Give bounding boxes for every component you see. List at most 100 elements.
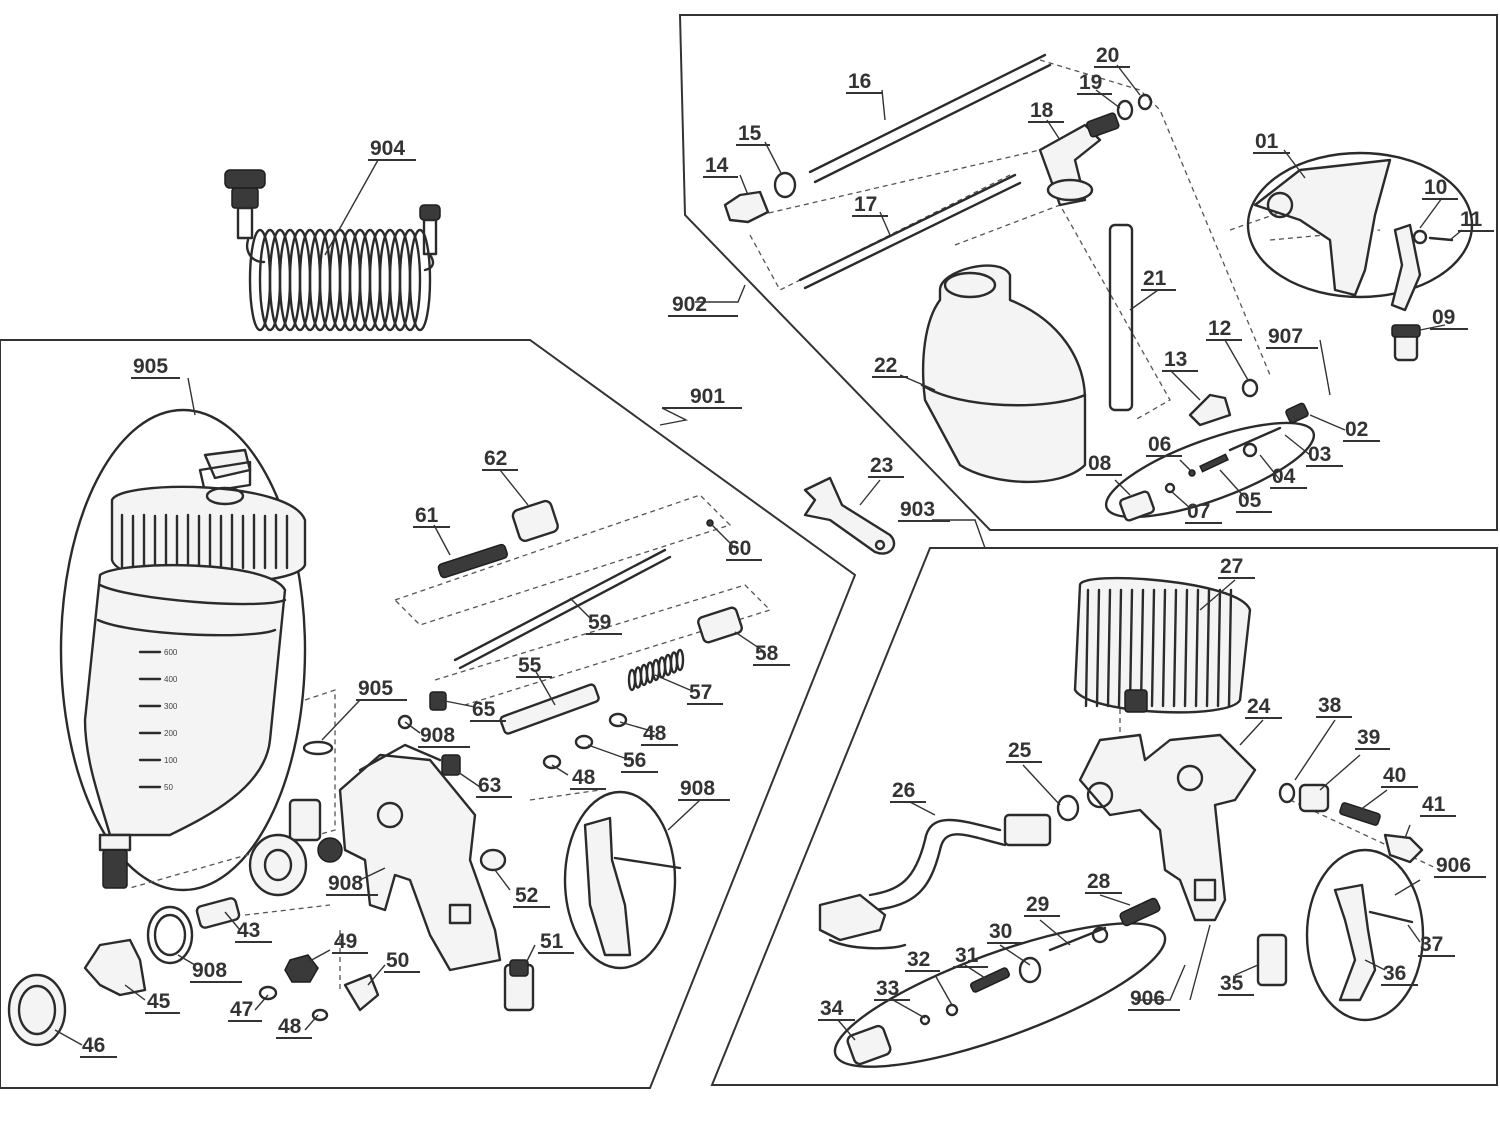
label-text-13: 13: [1164, 348, 1187, 371]
label-text-30: 30: [989, 920, 1012, 943]
label-text-52: 52: [515, 884, 538, 907]
label-45: 45: [145, 990, 180, 1014]
scale-label: 400: [164, 675, 178, 684]
label-text-25: 25: [1008, 739, 1032, 762]
label-48-a: 48: [641, 722, 678, 746]
label-12: 12: [1206, 317, 1242, 341]
label-10: 10: [1422, 176, 1458, 200]
label-text-58: 58: [755, 642, 779, 665]
label-18: 18: [1028, 99, 1064, 123]
label-text-04: 04: [1272, 465, 1296, 488]
label-47: 47: [228, 998, 262, 1022]
label-text-43: 43: [237, 919, 260, 942]
label-text-56: 56: [623, 749, 646, 772]
label-65: 65: [470, 698, 506, 722]
label-16: 16: [846, 70, 882, 94]
label-text-55: 55: [518, 654, 542, 677]
label-56: 56: [621, 749, 658, 773]
scale-label: 600: [164, 648, 178, 657]
label-text-22: 22: [874, 354, 897, 377]
label-62: 62: [482, 447, 518, 471]
lid27-rib: [1117, 588, 1123, 708]
label-text-59: 59: [588, 611, 611, 634]
label-text-908-d: 908: [192, 959, 227, 982]
label-24: 24: [1245, 695, 1282, 719]
label-text-09: 09: [1432, 306, 1455, 329]
label-text-32: 32: [907, 948, 930, 971]
label-21: 21: [1141, 267, 1176, 291]
label-text-908-a: 908: [420, 724, 455, 747]
label-text-48-b: 48: [572, 766, 596, 789]
label-52: 52: [513, 884, 550, 908]
label-text-18: 18: [1030, 99, 1054, 122]
label-37: 37: [1418, 933, 1455, 957]
label-text-28: 28: [1087, 870, 1111, 893]
label-25: 25: [1006, 739, 1042, 763]
label-text-65: 65: [472, 698, 496, 721]
label-text-26: 26: [892, 779, 915, 802]
label-text-11: 11: [1460, 208, 1483, 231]
label-35: 35: [1218, 972, 1254, 996]
label-text-51: 51: [540, 930, 564, 953]
label-30: 30: [987, 920, 1022, 944]
gun-assembly-901: [7, 494, 772, 1047]
siphon-gun-902: [723, 53, 1474, 522]
label-text-03: 03: [1308, 443, 1331, 466]
label-06: 06: [1146, 433, 1182, 457]
label-08: 08: [1086, 452, 1122, 476]
label-41: 41: [1420, 793, 1456, 817]
label-text-36: 36: [1383, 962, 1406, 985]
label-01: 01: [1253, 130, 1290, 154]
label-43: 43: [235, 919, 272, 943]
label-text-49: 49: [334, 930, 357, 953]
label-text-07: 07: [1187, 500, 1210, 523]
label-text-40: 40: [1383, 764, 1406, 787]
label-text-48-c: 48: [278, 1015, 302, 1038]
label-48-c: 48: [276, 1015, 312, 1039]
label-text-47: 47: [230, 998, 253, 1021]
label-text-61: 61: [415, 504, 439, 527]
label-text-06: 06: [1148, 433, 1171, 456]
coil-hose-904: [224, 169, 441, 332]
label-27: 27: [1218, 555, 1255, 579]
label-text-14: 14: [705, 154, 729, 177]
label-text-31: 31: [955, 944, 979, 967]
label-61: 61: [413, 504, 450, 528]
leader-lines: [54, 64, 1463, 1046]
scale-label: 200: [164, 729, 178, 738]
label-text-902: 902: [672, 293, 707, 316]
label-20: 20: [1094, 44, 1130, 68]
label-28: 28: [1085, 870, 1122, 894]
label-text-05: 05: [1238, 489, 1262, 512]
label-908-b: 908: [678, 777, 730, 801]
label-text-63: 63: [478, 774, 501, 797]
label-55: 55: [516, 654, 552, 678]
label-48-b: 48: [570, 766, 606, 790]
lid27-rib: [1216, 588, 1222, 708]
label-31: 31: [953, 944, 988, 968]
label-906-bottom: 906: [1128, 987, 1180, 1011]
label-34: 34: [818, 997, 855, 1021]
label-07: 07: [1185, 500, 1222, 524]
label-text-37: 37: [1420, 933, 1443, 956]
panel-902-outline: [678, 14, 1498, 531]
scale-label: 300: [164, 702, 178, 711]
label-905-small: 905: [356, 677, 407, 701]
label-text-906-bottom: 906: [1130, 987, 1165, 1010]
label-text-12: 12: [1208, 317, 1231, 340]
gravity-gun-903: [818, 576, 1441, 1068]
label-39: 39: [1355, 726, 1390, 750]
label-text-45: 45: [147, 990, 171, 1013]
label-15: 15: [736, 122, 770, 146]
label-09: 09: [1430, 306, 1468, 330]
lid27-rib: [1194, 588, 1200, 708]
label-903: 903: [898, 498, 950, 522]
label-29: 29: [1024, 893, 1060, 917]
lid27-rib: [1095, 588, 1101, 708]
label-905-cup: 905: [131, 355, 180, 379]
label-03: 03: [1306, 443, 1343, 467]
label-60: 60: [726, 537, 762, 561]
spring-coil: [675, 648, 685, 672]
